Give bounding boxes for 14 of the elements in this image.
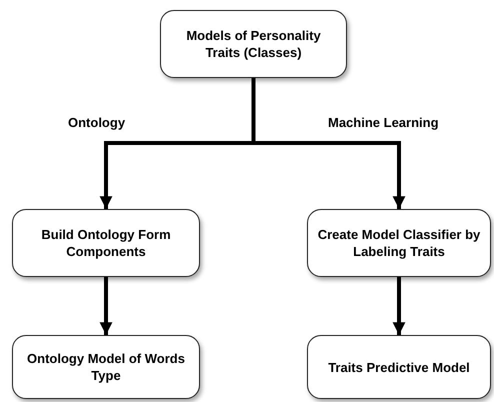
process-box bbox=[307, 335, 491, 399]
process-box bbox=[12, 209, 200, 277]
edge-label: Machine Learning bbox=[328, 116, 439, 129]
process-box bbox=[12, 335, 200, 399]
box-text: Traits Predictive Model bbox=[328, 358, 470, 376]
box-text: Build Ontology Form Components bbox=[40, 226, 172, 260]
edge-label: Ontology bbox=[68, 116, 126, 129]
box-text: Create Model Classifier by Labeling Traits bbox=[316, 226, 482, 260]
arrow bbox=[100, 277, 112, 335]
box-text: Models of Personality Traits (Classes) bbox=[185, 27, 322, 61]
arrow bbox=[392, 277, 406, 335]
process-box bbox=[160, 10, 347, 78]
process-box bbox=[307, 209, 491, 277]
box-text: Ontology Model of Words Type bbox=[26, 350, 186, 384]
